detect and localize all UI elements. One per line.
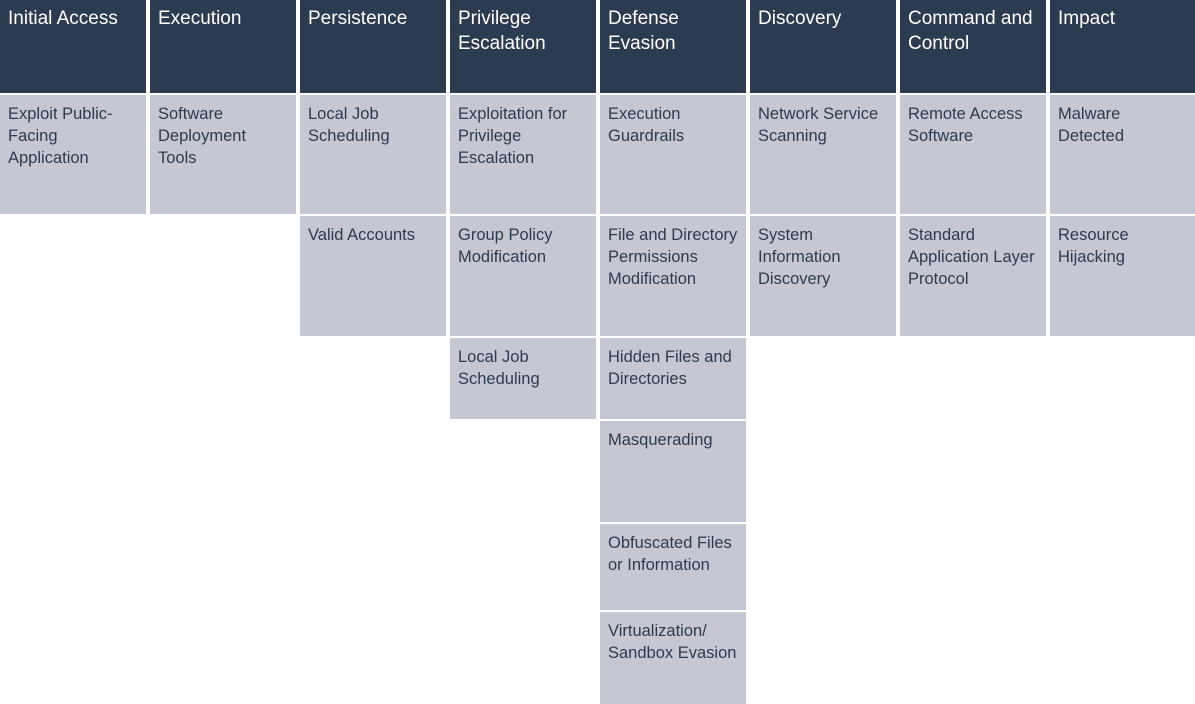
technique-cell-local-job-scheduling: Local Job Scheduling bbox=[450, 338, 596, 419]
technique-cell-system-information-discovery: System Information Discovery bbox=[750, 216, 896, 336]
technique-cell-obfuscated-files-or-information: Obfuscated Files or Information bbox=[600, 524, 746, 610]
technique-cell-resource-hijacking: Resource Hijacking bbox=[1050, 216, 1195, 336]
technique-cell-standard-application-layer-protocol: Standard Application Layer Protocol bbox=[900, 216, 1046, 336]
tactic-header-execution: Execution bbox=[150, 0, 296, 93]
technique-cell-network-service-scanning: Network Service Scanning bbox=[750, 95, 896, 214]
tactic-header-defense-evasion: Defense Evasion bbox=[600, 0, 746, 93]
tactic-header-discovery: Discovery bbox=[750, 0, 896, 93]
technique-cell-malware-detected: Malware Detected bbox=[1050, 95, 1195, 214]
tactic-header-persistence: Persistence bbox=[300, 0, 446, 93]
technique-cell-software-deployment-tools: Software Deployment Tools bbox=[150, 95, 296, 214]
tactic-header-command-and-control: Command and Control bbox=[900, 0, 1046, 93]
technique-cell-virtualization-sandbox-evasion: Virtualization/ Sandbox Evasion bbox=[600, 612, 746, 704]
tactic-header-impact: Impact bbox=[1050, 0, 1195, 93]
technique-cell-file-and-directory-permissions-modification: File and Directory Permissions Modificat… bbox=[600, 216, 746, 336]
technique-cell-remote-access-software: Remote Access Software bbox=[900, 95, 1046, 214]
technique-cell-exploit-public-facing-application: Exploit Public-Facing Application bbox=[0, 95, 146, 214]
technique-cell-hidden-files-and-directories: Hidden Files and Directories bbox=[600, 338, 746, 419]
technique-cell-masquerading: Masquerading bbox=[600, 421, 746, 522]
technique-cell-local-job-scheduling: Local Job Scheduling bbox=[300, 95, 446, 214]
technique-cell-exploitation-for-privilege-escalation: Exploitation for Privilege Escalation bbox=[450, 95, 596, 214]
technique-cell-group-policy-modification: Group Policy Modification bbox=[450, 216, 596, 336]
technique-cell-execution-guardrails: Execution Guardrails bbox=[600, 95, 746, 214]
tactic-header-initial-access: Initial Access bbox=[0, 0, 146, 93]
tactic-header-privilege-escalation: Privilege Escalation bbox=[450, 0, 596, 93]
technique-cell-valid-accounts: Valid Accounts bbox=[300, 216, 446, 336]
